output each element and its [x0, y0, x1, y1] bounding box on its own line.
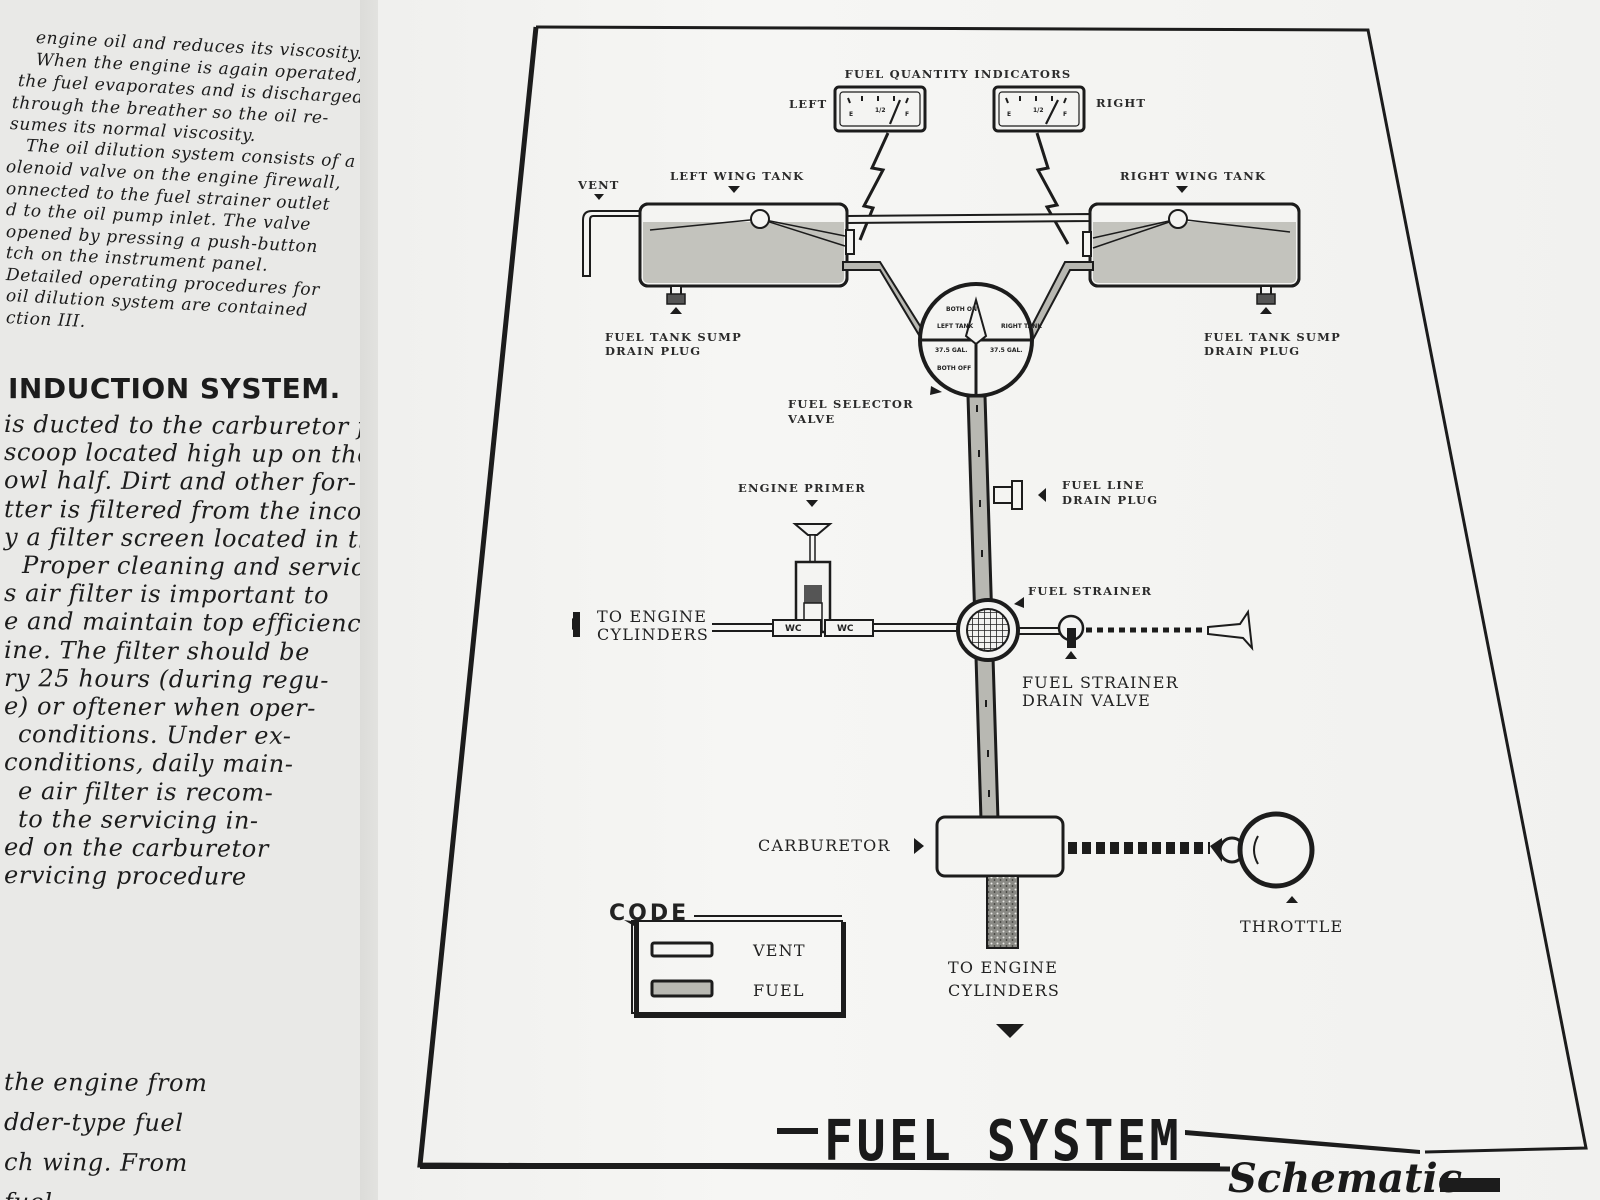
schematic-title: FUEL SYSTEM	[824, 1109, 1182, 1174]
gauge-full-mark: F	[905, 111, 909, 118]
legend-vent-label: VENT	[752, 941, 806, 960]
engine-primer-label: ENGINE PRIMER	[738, 481, 866, 495]
fuel-selector-valve: BOTH ON LEFT TANK RIGHT TANK 37.5 GAL. B…	[918, 282, 1042, 398]
right-wing-tank-label: RIGHT WING TANK	[1120, 169, 1266, 183]
primer-valve-label: WC	[785, 624, 802, 634]
throttle-knob	[1210, 811, 1315, 889]
fuel-line-drain-plug	[993, 480, 1023, 510]
vent-line	[582, 210, 641, 277]
primer-line: WC WC	[712, 619, 960, 637]
left-tank-sump-drain	[666, 285, 686, 305]
gauge-full-mark: F	[1063, 111, 1067, 118]
to-engine-cylinders-left-1: TO ENGINE	[597, 607, 707, 626]
right-tank-sump-drain	[1256, 285, 1276, 305]
left-gauge-wire	[858, 132, 890, 241]
legend-vent-swatch	[650, 941, 714, 958]
selector-position-label: LEFT TANK	[937, 323, 973, 330]
fuel-quantity-indicators-label: FUEL QUANTITY INDICATORS	[845, 67, 1072, 81]
fuel-selector-valve-label-1: FUEL SELECTOR	[788, 397, 914, 411]
right-fuel-gauge: E 1/2F	[992, 85, 1086, 133]
schematic-subtitle: Schematic	[1228, 1155, 1462, 1200]
carburetor-label: CARBURETOR	[758, 836, 891, 855]
legend-fuel-swatch	[650, 979, 714, 998]
left-sump-drain-label-2: DRAIN PLUG	[605, 344, 701, 358]
gauge-half-mark: 1/2	[875, 107, 886, 114]
fuel-line-drain-plug-label-1: FUEL LINE	[1062, 478, 1145, 492]
fuel-strainer-drain-valve-label-2: DRAIN VALVE	[1022, 691, 1151, 710]
right-sump-drain-label-1: FUEL TANK SUMP	[1204, 330, 1341, 344]
engine-primer	[792, 523, 833, 634]
selector-position-label: 37.5 GAL.	[935, 347, 968, 354]
to-engine-cylinders-bottom-1: TO ENGINE	[948, 958, 1058, 977]
vent-label: VENT	[577, 178, 620, 192]
throttle-label: THROTTLE	[1240, 917, 1343, 936]
cross-vent-line	[846, 212, 1091, 225]
section-heading: INDUCTION SYSTEM.	[8, 372, 341, 405]
gauge-empty-mark: E	[849, 111, 853, 118]
carburetor	[935, 815, 1065, 878]
left-sump-drain-label-1: FUEL TANK SUMP	[605, 330, 742, 344]
fuel-strainer-label: FUEL STRAINER	[1028, 584, 1152, 598]
fuel-strainer-drain-valve	[1057, 614, 1085, 648]
code-legend: CODE VENT FUEL	[609, 901, 846, 1018]
gauge-empty-mark: E	[1007, 111, 1011, 118]
selector-position-label: 37.5 GAL.	[990, 347, 1023, 354]
primer-valve-label: WC	[837, 624, 854, 634]
right-sump-drain-label-2: DRAIN PLUG	[1204, 344, 1300, 358]
selector-position-label: RIGHT TANK	[1001, 323, 1042, 330]
fuel-line-drain-plug-label-2: DRAIN PLUG	[1062, 493, 1158, 507]
gauge-half-mark: 1/2	[1033, 107, 1044, 114]
left-page: engine oil and reduces its viscosity.Whe…	[0, 0, 378, 1200]
fuel-strainer-drain-valve-label-1: FUEL STRAINER	[1022, 673, 1179, 692]
right-gauge-label: RIGHT	[1096, 96, 1146, 110]
to-engine-cylinders-bottom-2: CYLINDERS	[948, 981, 1060, 1000]
schematic-frame	[535, 25, 1588, 1154]
fuel-selector-valve-label-2: VALVE	[787, 412, 835, 426]
right-wing-tank	[1082, 202, 1301, 288]
intake-to-cylinders	[986, 875, 1019, 949]
legend-fuel-label: FUEL	[753, 981, 805, 1000]
frame-bottom-bar	[420, 1163, 1220, 1169]
fuel-strainer	[956, 598, 1020, 662]
right-gauge-wire	[1035, 132, 1070, 245]
drain-valve-knob	[1207, 609, 1254, 651]
selector-position-label: BOTH ON	[946, 306, 977, 313]
code-title: CODE	[609, 901, 689, 926]
selector-position-label: BOTH OFF	[937, 365, 971, 372]
left-wing-tank-label: LEFT WING TANK	[670, 169, 804, 183]
to-engine-cylinders-left-2: CYLINDERS	[597, 625, 709, 644]
left-wing-tank	[638, 202, 855, 288]
left-gauge-label: LEFT	[789, 97, 827, 111]
left-fuel-gauge: E 1/2F	[833, 85, 927, 133]
